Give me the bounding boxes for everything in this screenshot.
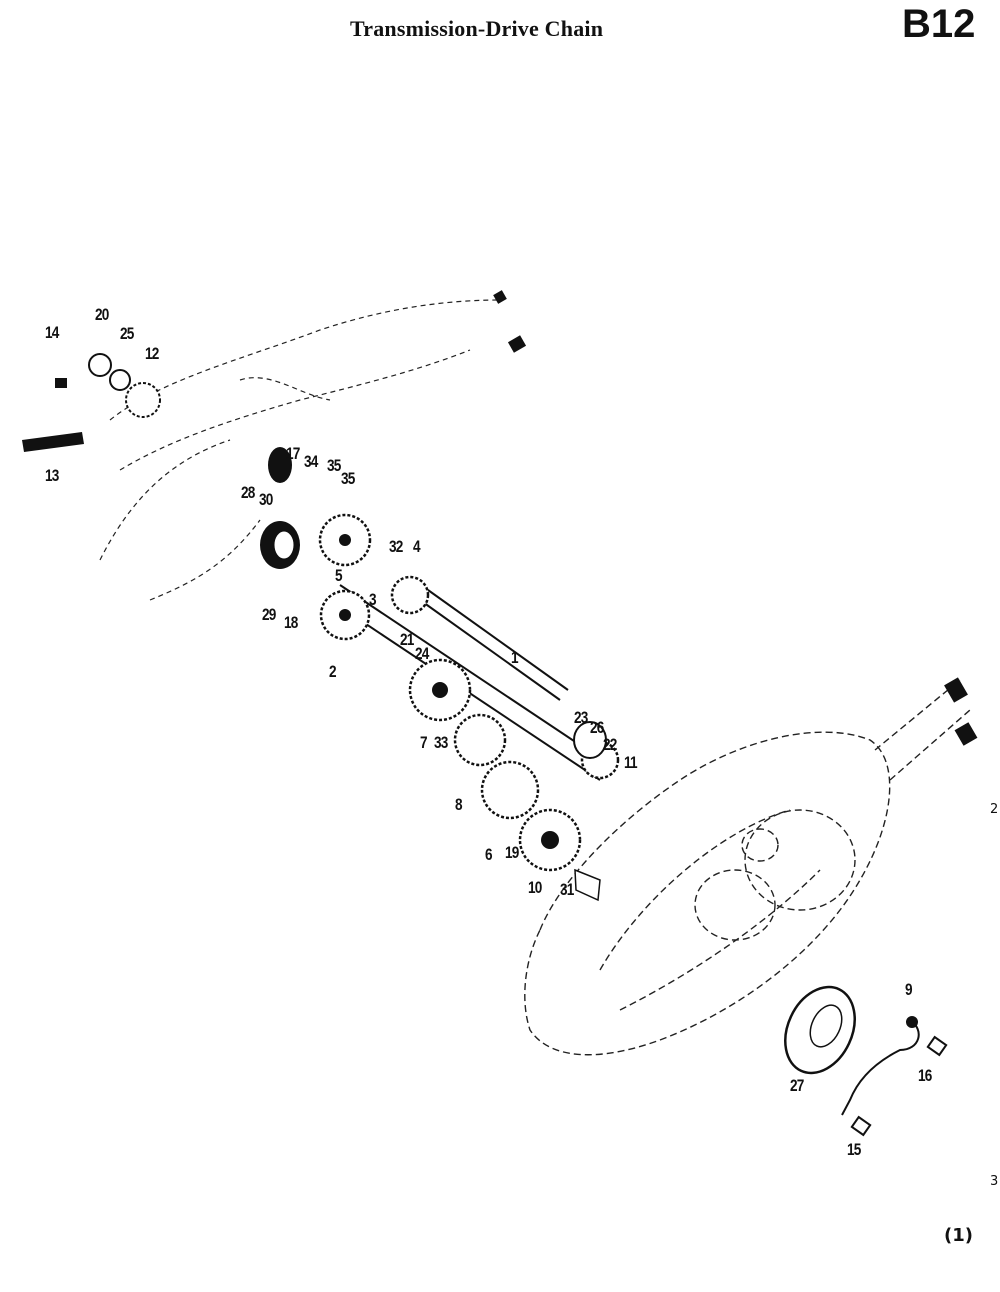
stopper-plate (841, 1016, 948, 1137)
part-label-1: 1 (511, 648, 519, 667)
part-label-33: 33 (434, 733, 448, 752)
drive-chain-and-sprocket (22, 353, 161, 452)
part-label-29: 29 (262, 605, 276, 624)
part-label-19: 19 (505, 843, 519, 862)
crankcase-outline (524, 679, 971, 1056)
part-label-18: 18 (284, 613, 298, 632)
part-label-34: 34 (304, 452, 318, 471)
part-label-15: 15 (847, 1140, 861, 1159)
page-title: Transmission-Drive Chain (350, 16, 604, 41)
part-label-17: 17 (286, 444, 300, 463)
part-label-5: 5 (335, 566, 343, 585)
gear-hubs (339, 534, 559, 849)
part-label-27: 27 (790, 1076, 804, 1095)
part-label-8: 8 (455, 795, 463, 814)
part-label-11: 11 (624, 753, 638, 772)
part-label-35-second: 35 (341, 469, 355, 488)
part-label-28: 28 (241, 483, 255, 502)
part-label-9: 9 (905, 980, 913, 999)
part-label-32: 32 (389, 537, 403, 556)
part-label-2: 2 (329, 662, 337, 681)
shaft-stubs (493, 290, 978, 746)
part-label-25: 25 (120, 324, 134, 343)
part-label-7: 7 (420, 733, 428, 752)
part-label-12: 12 (145, 344, 159, 363)
part-label-4: 4 (413, 537, 421, 556)
part-label-20: 20 (95, 305, 109, 324)
part-label-21: 21 (400, 630, 414, 649)
part-label-3: 3 (369, 590, 377, 609)
part-label-13: 13 (45, 466, 59, 485)
edge-fragment: 2 (990, 802, 999, 817)
part-label-16: 16 (918, 1066, 932, 1085)
section-code: B12 (902, 2, 976, 46)
part-label-26: 26 (590, 718, 604, 737)
part-label-14: 14 (45, 323, 59, 342)
edge-fragment: 3 (990, 1174, 999, 1189)
upper-housing-outline (99, 299, 501, 601)
gears (318, 513, 620, 872)
part-label-30: 30 (259, 490, 273, 509)
part-label-10: 10 (528, 878, 542, 897)
part-label-23: 23 (574, 708, 588, 727)
part-label-24: 24 (415, 644, 429, 663)
bearings (260, 447, 856, 1075)
edge-fragment: (1) (944, 1225, 973, 1246)
part-label-6: 6 (485, 845, 493, 864)
part-label-35: 35 (327, 456, 341, 475)
part-label-22: 22 (603, 735, 617, 754)
part-label-31: 31 (560, 880, 574, 899)
